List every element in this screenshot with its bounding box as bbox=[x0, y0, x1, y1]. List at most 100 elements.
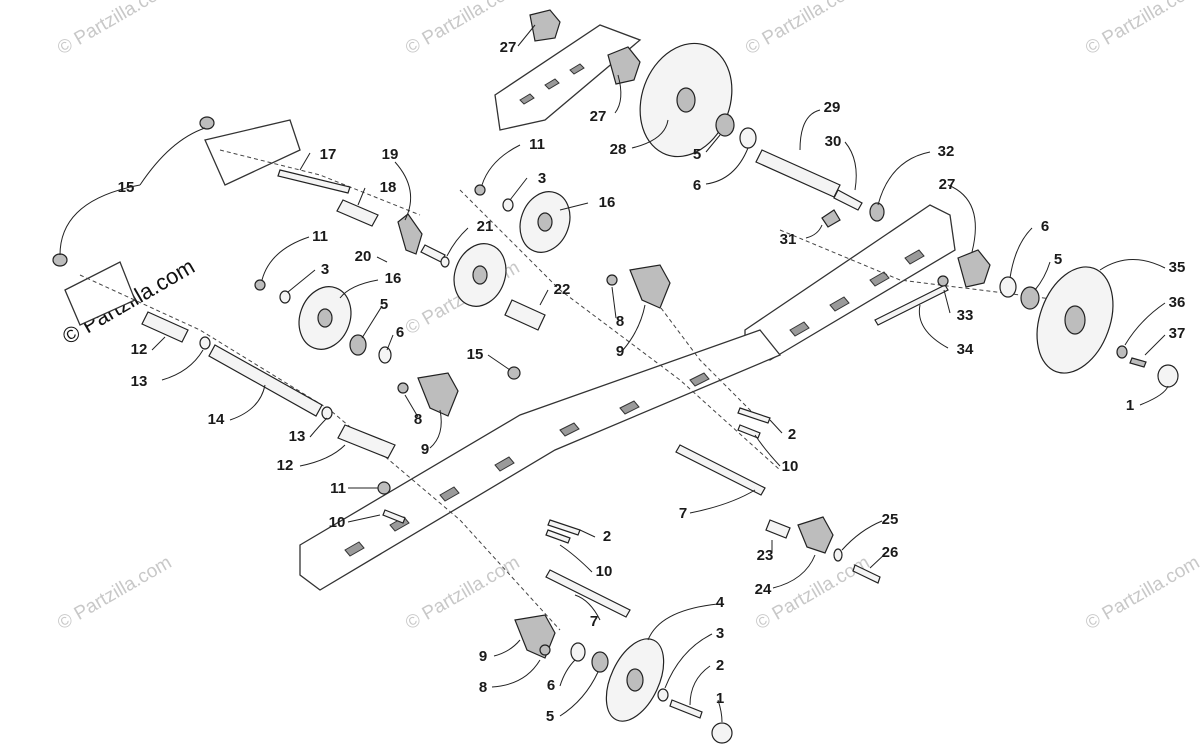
leader-lines bbox=[59, 24, 1169, 723]
callout-3: 3 bbox=[538, 170, 546, 187]
callout-6: 6 bbox=[693, 177, 701, 194]
callout-22: 22 bbox=[554, 281, 571, 298]
callout-6: 6 bbox=[396, 324, 404, 341]
wheel-hub bbox=[472, 265, 488, 285]
wheel-hub bbox=[1064, 305, 1086, 335]
spacer-22 bbox=[504, 299, 546, 331]
callout-25: 25 bbox=[882, 511, 899, 528]
callout-20: 20 bbox=[355, 248, 372, 265]
callout-33: 33 bbox=[957, 307, 974, 324]
nut-8 bbox=[539, 644, 551, 656]
spacer-18 bbox=[336, 199, 379, 227]
callout-28: 28 bbox=[610, 141, 627, 158]
nut-15 bbox=[52, 253, 68, 267]
callout-10: 10 bbox=[782, 458, 799, 475]
callout-32: 32 bbox=[938, 143, 955, 160]
bearing-5 bbox=[349, 334, 367, 356]
tube-12 bbox=[337, 424, 396, 459]
callout-5: 5 bbox=[380, 296, 388, 313]
bolt-7 bbox=[545, 569, 631, 618]
callout-8: 8 bbox=[479, 679, 487, 696]
washer-3 bbox=[502, 198, 514, 212]
callout-35: 35 bbox=[1169, 259, 1186, 276]
bolt-34 bbox=[874, 284, 949, 326]
washer-32 bbox=[869, 202, 885, 222]
spacer-23 bbox=[765, 519, 791, 539]
callout-9: 9 bbox=[616, 343, 624, 360]
callout-27: 27 bbox=[590, 108, 607, 125]
callout-13: 13 bbox=[289, 428, 306, 445]
callout-29: 29 bbox=[824, 99, 841, 116]
callout-12: 12 bbox=[277, 457, 294, 474]
tube-12 bbox=[141, 311, 189, 343]
callout-37: 37 bbox=[1169, 325, 1186, 342]
watermark-text: © Partzilla.com bbox=[402, 552, 523, 634]
bearing-5 bbox=[715, 113, 735, 137]
mount-bracket-27 bbox=[607, 46, 641, 85]
callout-7: 7 bbox=[679, 505, 687, 522]
callout-7: 7 bbox=[590, 613, 598, 630]
callout-2: 2 bbox=[716, 657, 724, 674]
callout-3: 3 bbox=[321, 261, 329, 278]
mount-9 bbox=[417, 372, 459, 417]
mount-bracket-27 bbox=[957, 249, 991, 288]
callout-15: 15 bbox=[118, 179, 135, 196]
callout-31: 31 bbox=[780, 231, 797, 248]
snap-ring-6 bbox=[570, 642, 586, 662]
spacer-30 bbox=[833, 189, 863, 211]
parts-layer bbox=[52, 9, 1179, 744]
callout-34: 34 bbox=[957, 341, 974, 358]
bolt-26 bbox=[852, 564, 881, 584]
callout-10: 10 bbox=[329, 514, 346, 531]
callout-16: 16 bbox=[385, 270, 402, 287]
left-rail-fragments bbox=[64, 119, 301, 326]
callout-6: 6 bbox=[1041, 218, 1049, 235]
callout-21: 21 bbox=[477, 218, 494, 235]
main-rail bbox=[299, 329, 782, 591]
nut-15 bbox=[507, 366, 521, 380]
callout-5: 5 bbox=[546, 708, 554, 725]
mount-24 bbox=[797, 516, 834, 554]
washer-33 bbox=[937, 275, 949, 287]
clip-31 bbox=[821, 209, 841, 228]
bolt-2 bbox=[547, 519, 581, 536]
callout-8: 8 bbox=[616, 313, 624, 330]
snap-ring-6 bbox=[378, 346, 392, 364]
upper-main-rail bbox=[744, 204, 956, 361]
callout-12: 12 bbox=[131, 341, 148, 358]
callout-30: 30 bbox=[825, 133, 842, 150]
callout-2: 2 bbox=[788, 426, 796, 443]
callout-4: 4 bbox=[716, 594, 725, 611]
watermark-text: © Partzilla.com bbox=[1082, 0, 1200, 59]
alignment-lines bbox=[79, 149, 1061, 631]
wheel-hub bbox=[676, 87, 696, 113]
callout-23: 23 bbox=[757, 547, 774, 564]
watermark-text: © Partzilla.com bbox=[54, 552, 175, 634]
wheel-hub bbox=[317, 308, 333, 328]
callout-18: 18 bbox=[380, 179, 397, 196]
callout-11: 11 bbox=[529, 136, 545, 153]
callout-5: 5 bbox=[1054, 251, 1062, 268]
callout-27: 27 bbox=[939, 176, 956, 193]
snap-ring-6 bbox=[739, 127, 757, 149]
nut-11 bbox=[377, 481, 391, 495]
washer-21 bbox=[440, 256, 450, 268]
cap-1 bbox=[711, 722, 733, 744]
callout-9: 9 bbox=[479, 648, 487, 665]
callout-5: 5 bbox=[693, 146, 701, 163]
shaft-17 bbox=[277, 169, 351, 194]
bearing-5 bbox=[591, 651, 609, 673]
callout-36: 36 bbox=[1169, 294, 1186, 311]
callout-10: 10 bbox=[596, 563, 613, 580]
cap-1 bbox=[1157, 364, 1179, 388]
watermark-text: © Partzilla.com bbox=[742, 0, 863, 59]
callout-3: 3 bbox=[716, 625, 724, 642]
bracket-19 bbox=[397, 213, 423, 255]
callout-26: 26 bbox=[882, 544, 899, 561]
shaft-14 bbox=[208, 344, 323, 417]
watermark-text: © Partzilla.com bbox=[54, 0, 175, 59]
callout-labels: 27 27 28 5 6 29 30 32 27 31 6 5 35 36 37… bbox=[118, 39, 1186, 725]
callout-8: 8 bbox=[414, 411, 422, 428]
bolt-2 bbox=[669, 699, 703, 719]
